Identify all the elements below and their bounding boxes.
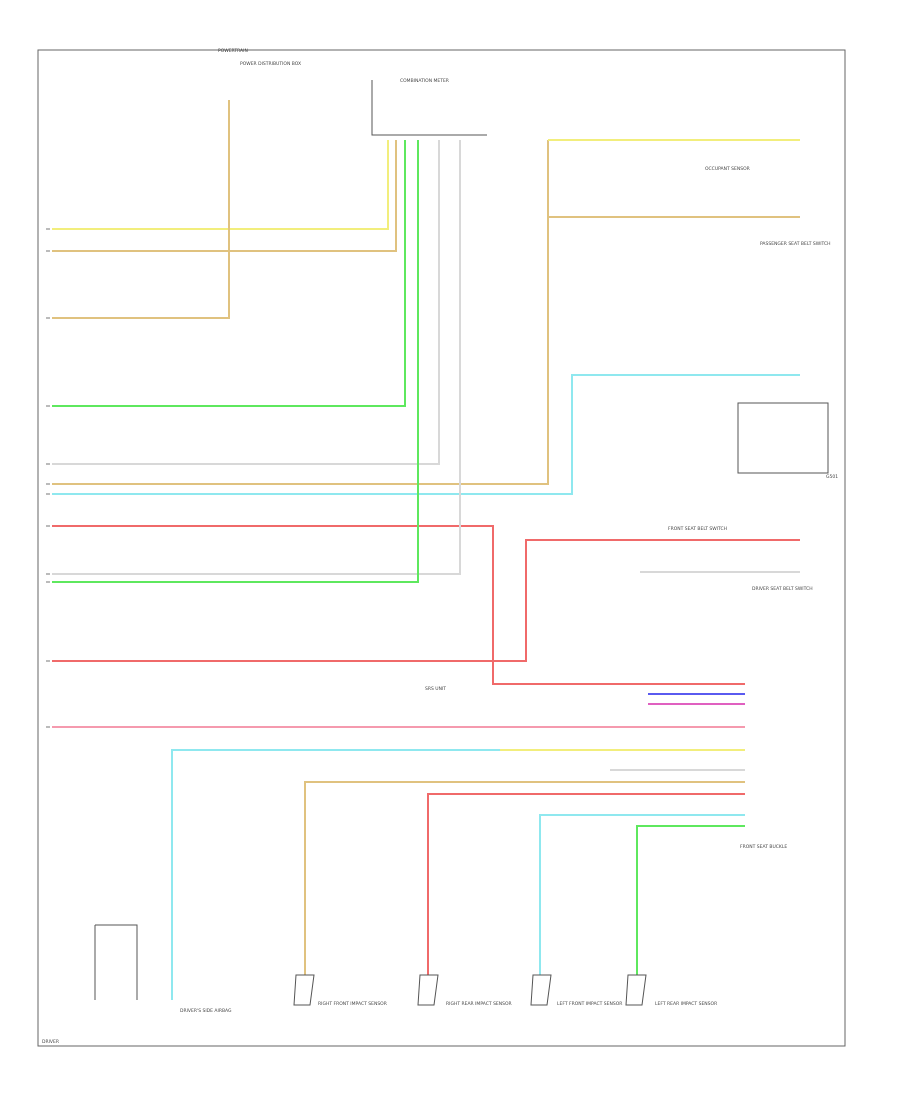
wire-white-2: [52, 140, 461, 575]
occ-sensor-label: OCCUPANT SENSOR: [705, 166, 750, 172]
impact-sensor-symbol: [293, 974, 315, 1006]
seat-belt-switch-box: [737, 402, 829, 474]
top-label: POWERTRAIN: [218, 48, 248, 54]
impact-sensor-symbol: [417, 974, 439, 1006]
combination-meter-block: [371, 80, 487, 136]
wire-white-1: [52, 140, 440, 465]
wire-cyan-3: [539, 814, 745, 975]
wire-cyan-1: [52, 374, 800, 495]
wire-green-3: [636, 825, 745, 975]
right-front-impact-label: RIGHT FRONT IMPACT SENSOR: [318, 1001, 387, 1007]
driver-airbag-loop: [94, 924, 138, 1000]
driver-seat-belt-label: DRIVER SEAT BELT SWITCH: [752, 586, 813, 592]
impact-sensor-symbol: [530, 974, 552, 1006]
wire-tan-5: [304, 781, 745, 975]
front-seat-buckle-label: FRONT SEAT BUCKLE: [740, 844, 787, 850]
wire-green-1: [52, 140, 406, 407]
left-rear-impact-label: LEFT REAR IMPACT SENSOR: [655, 1001, 717, 1007]
combination-meter-label: COMBINATION METER: [400, 78, 449, 84]
front-seat-belt-label: FRONT SEAT BELT SWITCH: [668, 526, 727, 532]
impact-sensor-symbol: [625, 974, 647, 1006]
left-front-impact-label: LEFT FRONT IMPACT SENSOR: [557, 1001, 622, 1007]
ground-label: G501: [826, 474, 838, 480]
wires-group: [46, 100, 800, 1000]
wire-tan-3: [52, 140, 549, 485]
wire-red-1: [52, 525, 745, 685]
drivers-side-srs-label: DRIVER'S SIDE AIRBAG: [180, 1008, 232, 1014]
srs-unit-label: SRS UNIT: [425, 686, 446, 692]
wire-yellow-1: [52, 140, 389, 230]
bottom-left-label: DRIVER: [42, 1039, 59, 1045]
wire-cyan-2: [171, 749, 745, 1000]
diagram-frame: [37, 49, 846, 1047]
wire-red-2: [52, 539, 800, 662]
wire-tan-1: [52, 140, 397, 252]
wire-tan-2: [52, 100, 230, 319]
wire-red-3: [427, 793, 745, 975]
right-rear-impact-label: RIGHT REAR IMPACT SENSOR: [446, 1001, 512, 1007]
bottom-sensors: [94, 924, 647, 1006]
power-dist-box-label: POWER DISTRIBUTION BOX: [240, 61, 301, 67]
passenger-seat-belt-label: PASSENGER SEAT BELT SWITCH: [760, 241, 831, 247]
wire-green-2: [52, 140, 419, 583]
